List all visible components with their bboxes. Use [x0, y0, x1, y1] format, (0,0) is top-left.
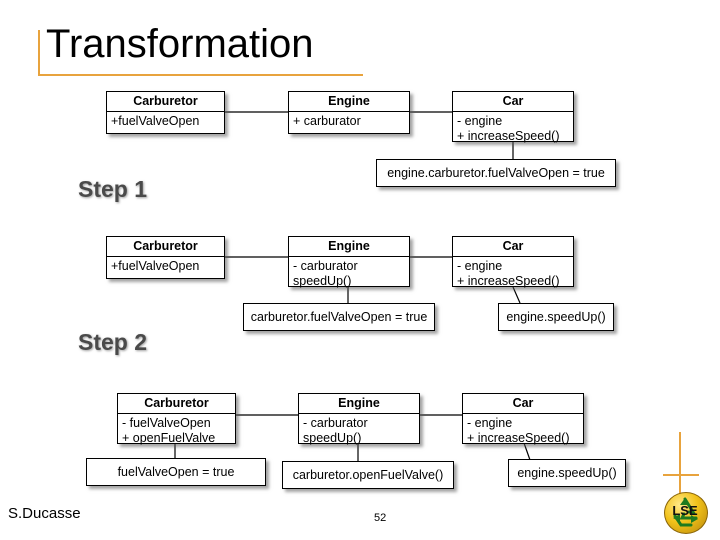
note-engine-speedup: engine.speedUp() [498, 303, 614, 331]
page-title: Transformation [46, 22, 314, 66]
uml-member: - engine [457, 114, 503, 128]
uml-class-carburetor-1: Carburetor +fuelValveOpen [106, 91, 225, 134]
uml-member: - fuelValveOpen [122, 416, 211, 430]
page-number: 52 [374, 512, 387, 524]
title-accent-underline [38, 74, 363, 76]
note-text: carburetor.fuelValveOpen = true [250, 310, 428, 324]
uml-member: speedUp() [293, 274, 352, 288]
uml-class-members: - engine + increaseSpeed() [453, 257, 573, 292]
note-carburetor-openfuelvalve: carburetor.openFuelValve() [282, 461, 454, 489]
note-engine-carburetor-fuelvalveopen: engine.carburetor.fuelValveOpen = true [376, 159, 616, 187]
uml-class-name: Car [463, 394, 583, 414]
note-text: carburetor.openFuelValve() [292, 468, 444, 482]
uml-member: + increaseSpeed() [467, 431, 570, 445]
uml-class-name: Carburetor [107, 237, 224, 257]
uml-class-members: + carburator [289, 112, 409, 132]
uml-class-carburetor-3: Carburetor - fuelValveOpen + openFuelVal… [117, 393, 236, 445]
uml-class-engine-2: Engine - carburator speedUp() [288, 236, 410, 288]
uml-class-members: - engine + increaseSpeed() [463, 414, 583, 449]
uml-class-members: - engine + increaseSpeed() [453, 112, 573, 147]
lse-logo: LSE [662, 490, 708, 534]
note-text: fuelValveOpen = true [117, 465, 235, 479]
logo-disc [664, 492, 708, 534]
uml-class-car-3: Car - engine + increaseSpeed() [462, 393, 584, 445]
note-fuelvalveopen-true: fuelValveOpen = true [86, 458, 266, 486]
uml-member: + openFuelValve [122, 431, 216, 445]
uml-class-car-2: Car - engine + increaseSpeed() [452, 236, 574, 288]
accent-bracket-horizontal [663, 474, 699, 476]
note-engine-speedup-3: engine.speedUp() [508, 459, 626, 487]
uml-class-name: Carburetor [107, 92, 224, 112]
uml-class-name: Carburetor [118, 394, 235, 414]
uml-member: +fuelValveOpen [111, 114, 200, 128]
note-text: engine.speedUp() [506, 310, 606, 324]
uml-member: + carburator [293, 114, 361, 128]
uml-member: - engine [457, 259, 503, 273]
step-label-2: Step 2 [78, 329, 148, 355]
uml-class-engine-1: Engine + carburator [288, 91, 410, 134]
uml-member: + increaseSpeed() [457, 129, 560, 143]
title-accent-left [38, 30, 40, 76]
uml-class-car-1: Car - engine + increaseSpeed() [452, 91, 574, 143]
step-label-1: Step 1 [78, 176, 148, 202]
uml-class-members: - carburator speedUp() [289, 257, 409, 292]
logo-text: LSE [672, 503, 698, 518]
uml-member: +fuelValveOpen [111, 259, 200, 273]
uml-class-members: - carburator speedUp() [299, 414, 419, 449]
uml-class-name: Engine [289, 237, 409, 257]
uml-member: - engine [467, 416, 513, 430]
note-carburetor-fuelvalveopen: carburetor.fuelValveOpen = true [243, 303, 435, 331]
uml-class-members: - fuelValveOpen + openFuelValve [118, 414, 235, 449]
uml-class-name: Engine [299, 394, 419, 414]
uml-class-members: +fuelValveOpen [107, 257, 224, 277]
uml-member: speedUp() [303, 431, 362, 445]
uml-class-name: Car [453, 92, 573, 112]
uml-member: + increaseSpeed() [457, 274, 560, 288]
note-text: engine.carburetor.fuelValveOpen = true [387, 166, 605, 180]
uml-class-carburetor-2: Carburetor +fuelValveOpen [106, 236, 225, 279]
uml-class-engine-3: Engine - carburator speedUp() [298, 393, 420, 445]
uml-member: - carburator [293, 259, 358, 273]
title-block: Transformation [38, 22, 368, 76]
uml-class-name: Car [453, 237, 573, 257]
accent-bracket-vertical [679, 432, 681, 494]
uml-class-name: Engine [289, 92, 409, 112]
author-label: S.Ducasse [8, 505, 81, 522]
recycle-icon [673, 497, 698, 527]
uml-class-members: +fuelValveOpen [107, 112, 224, 132]
note-text: engine.speedUp() [517, 466, 617, 480]
uml-member: - carburator [303, 416, 368, 430]
